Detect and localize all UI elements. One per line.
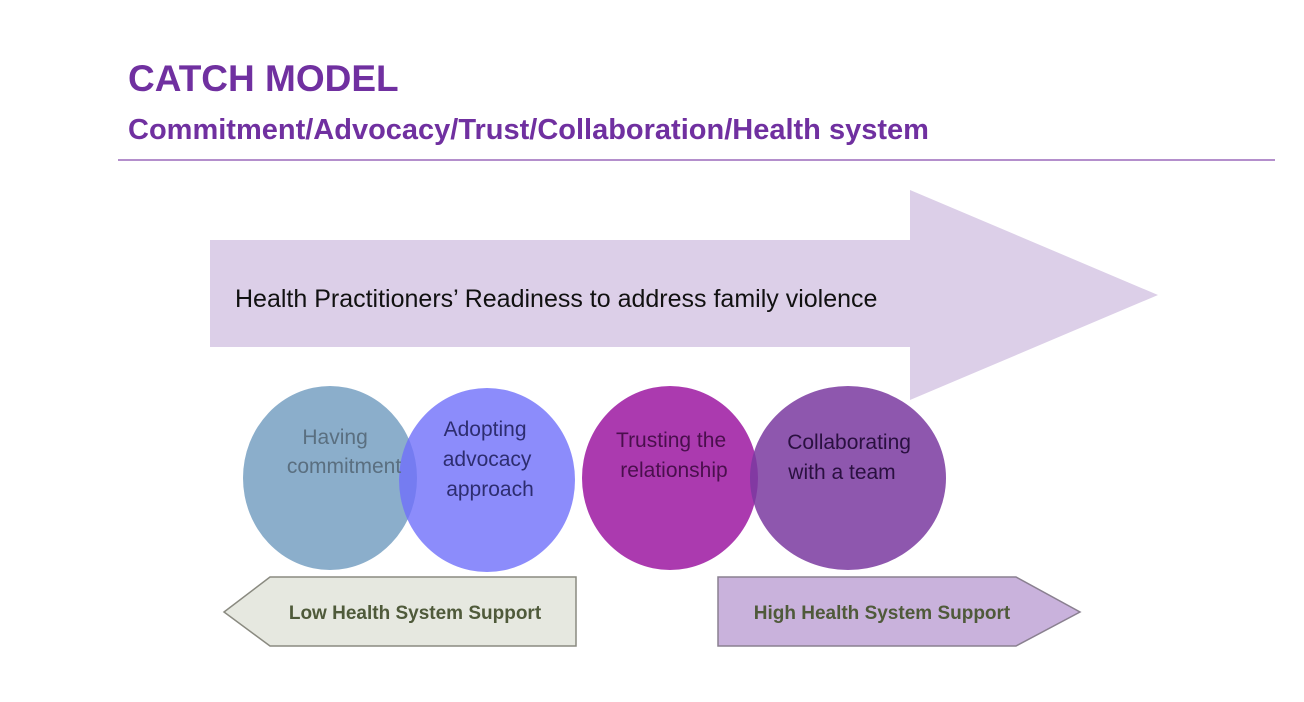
circle-collaboration-label: Collaborating with a team	[787, 431, 917, 484]
high-support-label: High Health System Support	[754, 603, 1011, 624]
high-support-arrow	[717, 576, 1082, 647]
circle-trust	[582, 386, 758, 570]
slide-title: CATCH MODEL	[128, 58, 399, 99]
slide-subtitle: Commitment/Advocacy/Trust/Collaboration/…	[128, 114, 929, 146]
low-support-label: Low Health System Support	[289, 603, 542, 624]
low-support-arrow	[222, 576, 577, 647]
readiness-arrow-label: Health Practitioners’ Readiness to addre…	[235, 285, 877, 313]
circle-collaboration	[750, 386, 946, 570]
circle-advocacy	[399, 388, 575, 572]
circle-trust-label: Trusting the relationship	[616, 429, 732, 482]
circle-commitment-label: Having commitment	[287, 426, 402, 478]
readiness-arrow	[210, 190, 1158, 400]
title-divider	[118, 159, 1275, 161]
circle-commitment	[243, 386, 417, 570]
circle-advocacy-label: Adopting advocacy approach	[443, 418, 538, 501]
